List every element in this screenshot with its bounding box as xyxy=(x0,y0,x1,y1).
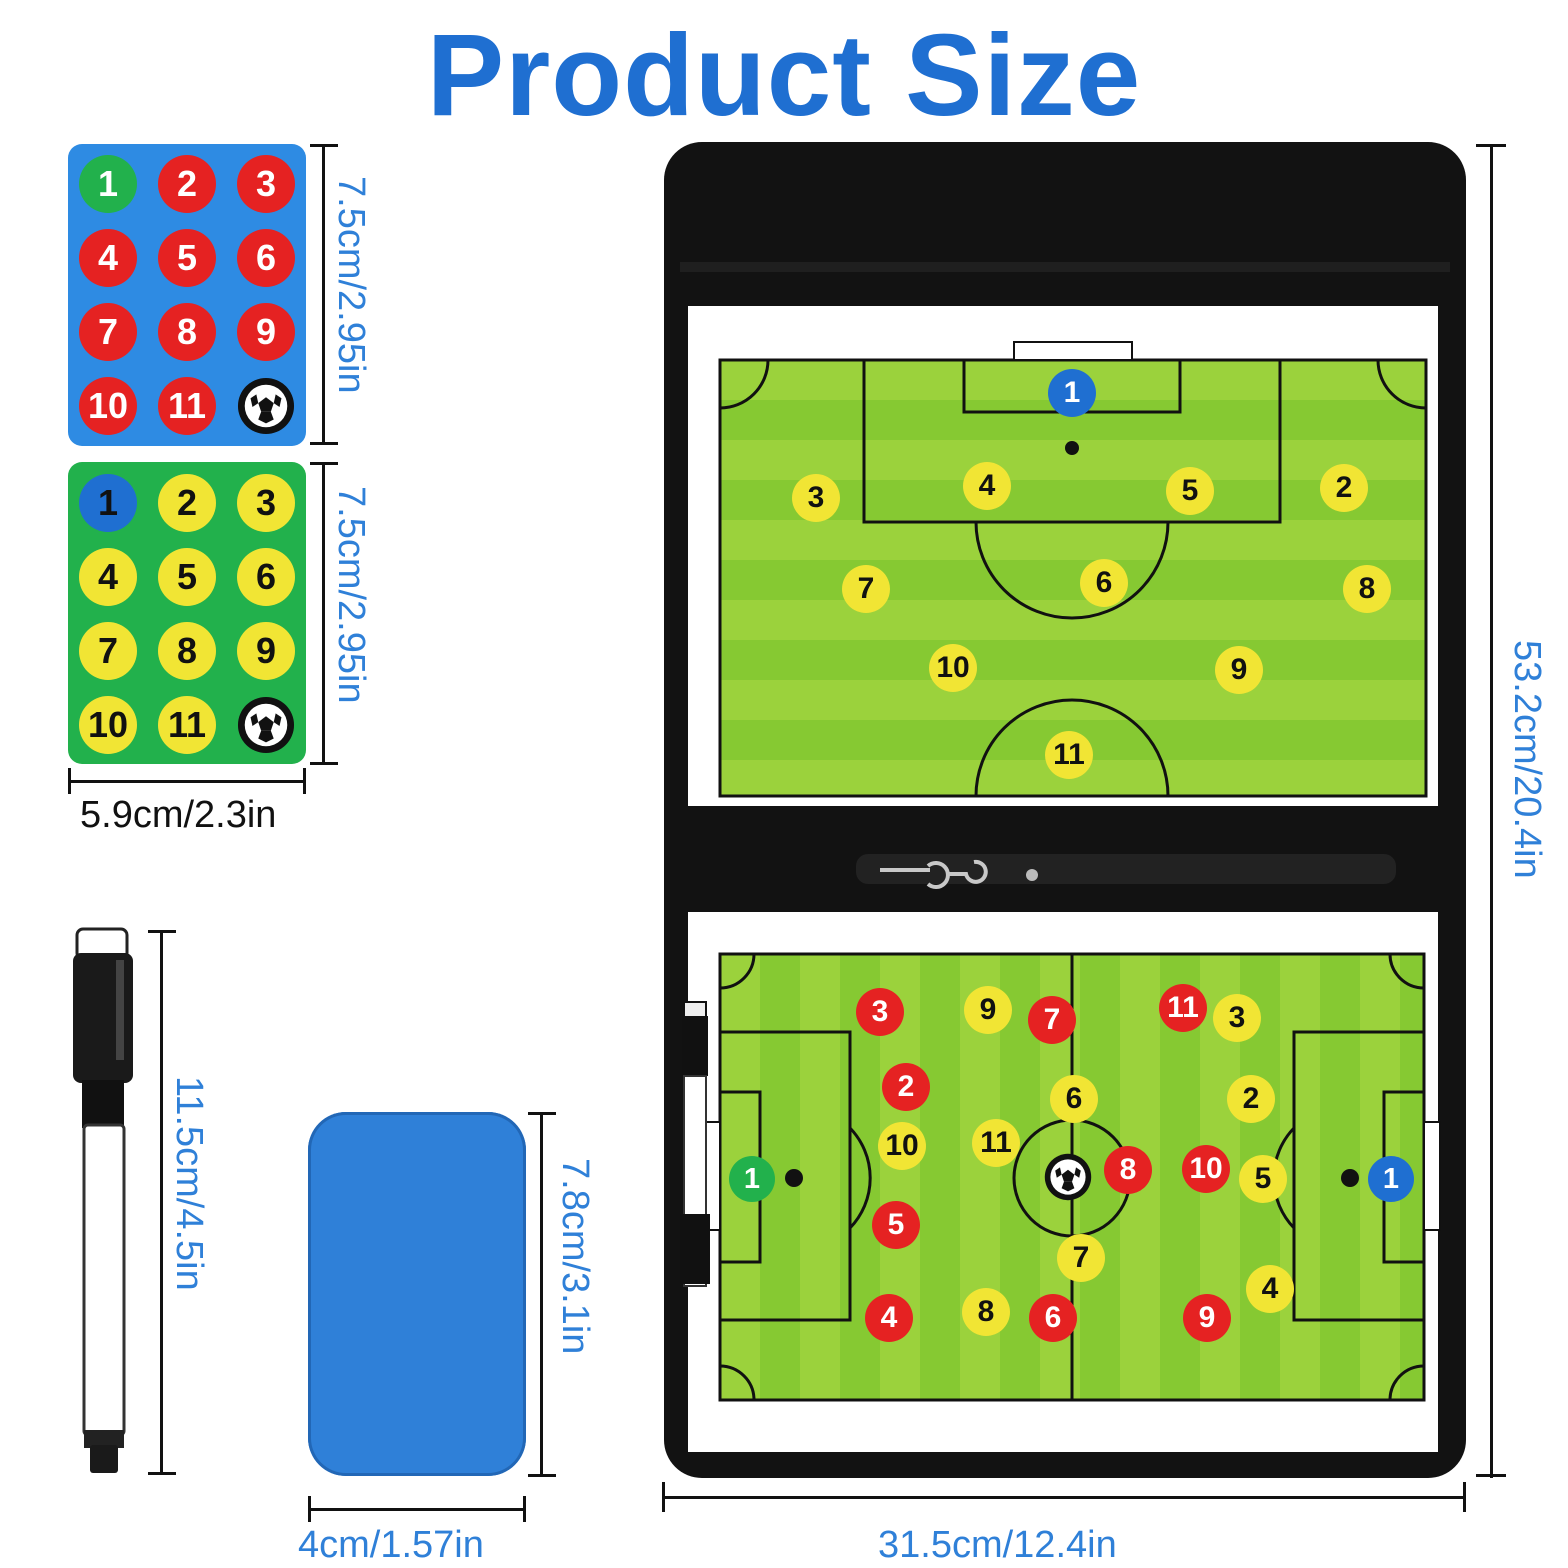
player-disc: 11 xyxy=(1045,731,1093,779)
sheet-disc: 8 xyxy=(158,622,216,680)
marker-length-line xyxy=(160,930,163,1474)
eraser-width-line xyxy=(308,1508,526,1511)
soccer-ball-icon xyxy=(237,377,295,435)
sheet-disc: 4 xyxy=(79,229,137,287)
sheet-disc: 11 xyxy=(158,377,216,435)
sheet-width-line xyxy=(68,780,306,783)
sheet-disc: 4 xyxy=(79,548,137,606)
sheet-disc: 11 xyxy=(158,696,216,754)
sheet-disc: 3 xyxy=(237,474,295,532)
soccer-ball-icon xyxy=(237,696,295,754)
player-disc-yellow: 8 xyxy=(962,1288,1010,1336)
board-height-label: 53.2cm/20.4in xyxy=(1506,640,1548,879)
sheet-disc: 7 xyxy=(79,622,137,680)
sheet-width-label: 5.9cm/2.3in xyxy=(80,794,277,836)
sheet-disc: 6 xyxy=(237,229,295,287)
player-disc-yellow: 4 xyxy=(1246,1265,1294,1313)
player-disc: 5 xyxy=(1166,467,1214,515)
sheet2-height-line xyxy=(322,462,325,764)
player-disc-yellow: 9 xyxy=(964,986,1012,1034)
player-disc: 3 xyxy=(792,474,840,522)
player-disc-yellow: 6 xyxy=(1050,1075,1098,1123)
player-disc: 10 xyxy=(929,644,977,692)
eraser xyxy=(308,1112,526,1476)
sheet-disc: 5 xyxy=(158,548,216,606)
tactics-board xyxy=(664,142,1466,1478)
player-disc-red: 9 xyxy=(1183,1294,1231,1342)
player-disc-red: 11 xyxy=(1159,984,1207,1032)
player-disc-yellow: 10 xyxy=(878,1122,926,1170)
sheet1-height-label: 7.5cm/2.95in xyxy=(330,176,372,394)
soccer-ball-icon xyxy=(1044,1153,1092,1201)
keeper-disc-blue: 1 xyxy=(1368,1156,1414,1202)
sheet1-height-line xyxy=(322,144,325,444)
sheet-disc: 6 xyxy=(237,548,295,606)
player-disc-yellow: 11 xyxy=(972,1119,1020,1167)
player-disc-yellow: 5 xyxy=(1239,1155,1287,1203)
sheet-disc: 3 xyxy=(237,155,295,213)
sheet-disc: 9 xyxy=(237,622,295,680)
page-title: Product Size xyxy=(426,10,1142,140)
marker-pen-icon xyxy=(73,927,133,1473)
player-disc-yellow: 2 xyxy=(1227,1075,1275,1123)
player-disc: 2 xyxy=(1320,464,1368,512)
player-disc-red: 8 xyxy=(1104,1146,1152,1194)
keeper-disc-green: 1 xyxy=(729,1156,775,1202)
player-disc: 8 xyxy=(1343,565,1391,613)
eraser-height-line xyxy=(540,1112,543,1476)
player-disc-red: 10 xyxy=(1182,1145,1230,1193)
board-width-label: 31.5cm/12.4in xyxy=(878,1524,1117,1566)
sheet-disc: 10 xyxy=(79,377,137,435)
eraser-width-label: 4cm/1.57in xyxy=(298,1524,484,1566)
player-disc-yellow: 7 xyxy=(1057,1234,1105,1282)
player-disc-red: 6 xyxy=(1029,1294,1077,1342)
sheet-disc: 2 xyxy=(158,155,216,213)
player-disc: 6 xyxy=(1080,559,1128,607)
player-disc-yellow: 3 xyxy=(1213,994,1261,1042)
eraser-height-label: 7.8cm/3.1in xyxy=(554,1158,596,1355)
player-disc-red: 5 xyxy=(872,1201,920,1249)
sheet-disc: 10 xyxy=(79,696,137,754)
player-disc: 7 xyxy=(842,565,890,613)
sheet-disc: 1 xyxy=(79,155,137,213)
sheet-disc: 7 xyxy=(79,303,137,361)
board-height-line xyxy=(1490,144,1493,1478)
player-disc-red: 4 xyxy=(865,1294,913,1342)
sheet-disc: 2 xyxy=(158,474,216,532)
sheet-disc: 1 xyxy=(79,474,137,532)
player-disc-red: 7 xyxy=(1028,996,1076,1044)
sheet-disc: 5 xyxy=(158,229,216,287)
player-disc-red: 3 xyxy=(856,988,904,1036)
sheet2-height-label: 7.5cm/2.95in xyxy=(330,486,372,704)
sheet-disc: 8 xyxy=(158,303,216,361)
player-disc-red: 2 xyxy=(882,1063,930,1111)
player-disc-keeper: 1 xyxy=(1048,369,1096,417)
player-disc: 9 xyxy=(1215,646,1263,694)
board-width-line xyxy=(662,1496,1466,1499)
player-disc: 4 xyxy=(963,462,1011,510)
marker-length-label: 11.5cm/4.5in xyxy=(168,1076,210,1291)
sheet-disc: 9 xyxy=(237,303,295,361)
